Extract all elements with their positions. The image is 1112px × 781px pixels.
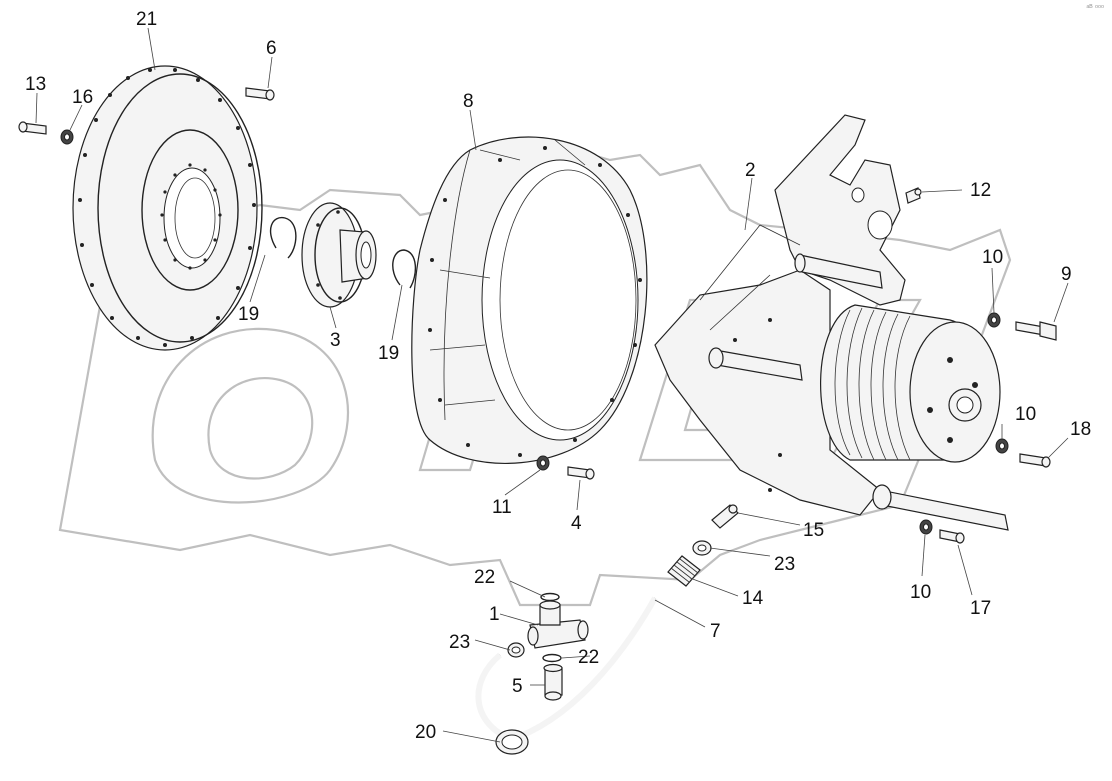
callout-3: 3 xyxy=(330,330,341,351)
bolt-part-9 xyxy=(1015,321,1057,341)
callout-12: 12 xyxy=(970,180,991,201)
callout-15: 15 xyxy=(803,520,824,541)
flywheel-part-21 xyxy=(72,65,263,351)
callout-21: 21 xyxy=(136,9,157,30)
hose-part-7 xyxy=(509,596,658,743)
bolt-part-18 xyxy=(1019,453,1051,468)
callout-2: 2 xyxy=(745,160,756,181)
o-ring-part-22-bottom xyxy=(542,653,562,663)
grease-fitting-part-12 xyxy=(905,187,922,204)
hose-part-20 xyxy=(475,652,529,755)
callout-9: 9 xyxy=(1061,264,1072,285)
callout-22-top: 22 xyxy=(474,567,495,588)
callout-6: 6 xyxy=(266,38,277,59)
snap-ring-part-19-left xyxy=(269,216,297,259)
leader-lines xyxy=(35,27,1069,743)
tee-fitting-part-1 xyxy=(527,600,589,649)
washer-part-16 xyxy=(60,129,74,145)
callout-16: 16 xyxy=(72,87,93,108)
callout-14: 14 xyxy=(742,588,764,609)
corner-mark: ᵃᴮ ᵒᵒᵒ xyxy=(1086,3,1104,12)
bracket-assembly-part-2 xyxy=(654,114,906,516)
spring-part-14 xyxy=(667,555,701,587)
pulley xyxy=(820,304,1009,531)
bolt-part-4 xyxy=(567,466,595,480)
callout-labels: 21 6 13 16 8 2 12 10 9 19 3 19 10 18 11 … xyxy=(25,9,1091,743)
callout-10-bottom: 10 xyxy=(910,582,931,603)
o-ring-part-22-top xyxy=(540,592,560,602)
hub-part-3 xyxy=(301,202,377,308)
washer-part-10-bottom xyxy=(919,519,933,535)
callout-11: 11 xyxy=(492,497,512,518)
callout-19-left: 19 xyxy=(238,304,259,325)
snap-ring-part-19-right xyxy=(392,249,417,289)
housing-part-8 xyxy=(411,136,648,464)
bolt-part-13 xyxy=(18,121,47,135)
callout-23-top: 23 xyxy=(774,554,795,575)
washer-part-10-middle xyxy=(995,438,1009,454)
callout-17: 17 xyxy=(970,598,991,619)
washer-part-11 xyxy=(536,455,550,471)
clamp-part-23-bottom xyxy=(507,642,525,658)
callout-10-top: 10 xyxy=(982,247,1003,268)
bolt-part-6 xyxy=(245,87,275,101)
callout-20: 20 xyxy=(415,722,436,743)
callout-13: 13 xyxy=(25,74,46,95)
bolt-part-17 xyxy=(939,529,965,544)
washer-part-10-top xyxy=(987,312,1001,328)
callout-22-bottom: 22 xyxy=(578,647,599,668)
callout-5: 5 xyxy=(512,676,523,697)
callout-10-middle: 10 xyxy=(1015,404,1036,425)
callout-7: 7 xyxy=(710,621,721,642)
callout-8: 8 xyxy=(463,91,474,112)
callout-18: 18 xyxy=(1070,419,1091,440)
callout-4: 4 xyxy=(571,513,582,534)
callout-23-bottom: 23 xyxy=(449,632,470,653)
callout-1: 1 xyxy=(489,604,500,625)
fitting-part-15 xyxy=(711,504,739,529)
clamp-part-23-top xyxy=(692,540,712,556)
fitting-part-5 xyxy=(543,663,563,701)
callout-19-right: 19 xyxy=(378,343,399,364)
